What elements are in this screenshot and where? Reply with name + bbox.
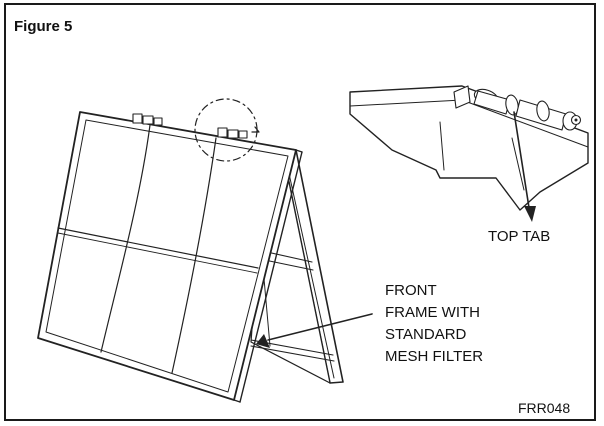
figure-code: FRR048 — [518, 400, 571, 416]
front-frame-callout-line: STANDARD — [385, 326, 467, 343]
figure-title: Figure 5 — [14, 18, 73, 35]
top-tabs — [132, 113, 248, 139]
front-frame-callout-line: FRONT — [385, 282, 437, 299]
front-frame-callout-line: MESH FILTER — [385, 348, 484, 365]
detail-circle — [194, 98, 260, 162]
front-frame-arrow — [256, 313, 373, 348]
top-tab-detail — [349, 85, 589, 211]
front-frame-callout-line: FRAME WITH — [385, 304, 480, 321]
top-tab-callout: TOP TAB — [488, 228, 551, 245]
front-frame-panel — [37, 111, 303, 403]
front-frame-callout: FRONT FRAME WITH STANDARD MESH FILTER — [385, 280, 483, 368]
top-tab-arrow — [513, 111, 536, 222]
